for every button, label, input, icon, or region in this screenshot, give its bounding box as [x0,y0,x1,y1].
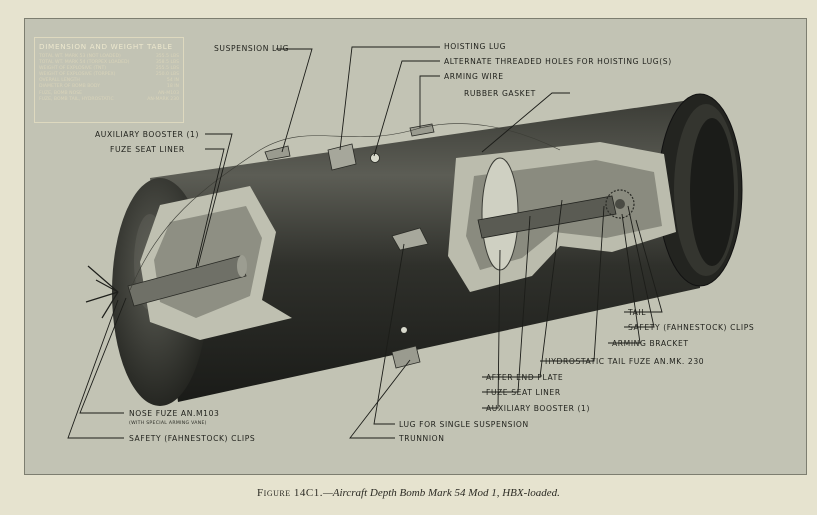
label-hydrostatic-tail-fuze: HYDROSTATIC TAIL FUZE AN.MK. 230 [545,357,705,366]
arming-wire-clip [409,123,435,137]
arming-wire-line [129,123,561,291]
dimension-row: WEIGHT OF EXPLOSIVE (TNT)255.5 LBS [39,66,179,72]
label-nose-fuze: NOSE FUZE AN.M103 [129,409,220,418]
label-arming-bracket: ARMING BRACKET [612,339,689,348]
tail-opening [690,118,734,266]
label-alternate-threaded-holes: ALTERNATE THREADED HOLES FOR HOISTING LU… [444,57,672,66]
tail-arming-vane [605,189,635,219]
caption-figure-number: Figure 14C1. [257,487,323,499]
label-safety-clips-tail: SAFETY (FAHNESTOCK) CLIPS [628,323,755,332]
leader-lines [67,46,663,439]
threaded-hole [370,153,380,163]
label-arming-wire: ARMING WIRE [444,72,504,81]
label-nose-fuze-sub: (WITH SPECIAL ARMING VANE) [129,421,207,426]
dimension-table-title: DIMENSION AND WEIGHT TABLE [39,42,173,51]
hoisting-lug-shape [327,143,357,171]
dimension-row: WEIGHT OF EXPLOSIVE (TORPEX)250.0 LBS [39,72,179,78]
label-suspension-lug: SUSPENSION LUG [214,44,290,53]
label-auxiliary-booster-front: AUXILIARY BOOSTER (1) [95,130,200,139]
label-rubber-gasket: RUBBER GASKET [464,89,536,98]
label-fuze-seat-liner-rear: FUZE SEAT LINER [486,388,561,397]
nose-arming-vane [85,265,119,319]
bottom-hole [401,327,407,333]
label-after-end-plate: AFTER END PLATE [486,373,564,382]
label-trunnion: TRUNNION [399,434,445,443]
label-hoisting-lug: HOISTING LUG [444,42,507,51]
dimension-weight-table: DIMENSION AND WEIGHT TABLE TOTAL WT. MAR… [34,37,184,123]
nose-fuze-end [237,255,247,277]
label-tail: TAIL [628,308,647,317]
label-fuze-seat-liner-front: FUZE SEAT LINER [110,145,185,154]
label-lug-single-suspension: LUG FOR SINGLE SUSPENSION [399,420,529,429]
nose-fuze-tube [127,255,247,307]
label-safety-clips-nose: SAFETY (FAHNESTOCK) CLIPS [129,434,256,443]
middle-lug-shape [391,227,429,251]
dimension-row: TOTAL WT. MARK 53 (NOT LOADED)355.5 LBS [39,54,179,59]
bottom-lug-shape [391,345,421,369]
figure-caption: Figure 14C1.—Aircraft Depth Bomb Mark 54… [0,487,817,499]
dimension-row: TOTAL WT. MARK 54 (TORPEX LOADED)358.5 L… [39,60,179,66]
caption-title: —Aircraft Depth Bomb Mark 54 Mod 1, HBX-… [322,487,560,499]
label-auxiliary-booster-rear: AUXILIARY BOOSTER (1) [486,404,591,413]
suspension-lug-shape [264,145,291,161]
tail-fuze-tube [477,195,617,239]
